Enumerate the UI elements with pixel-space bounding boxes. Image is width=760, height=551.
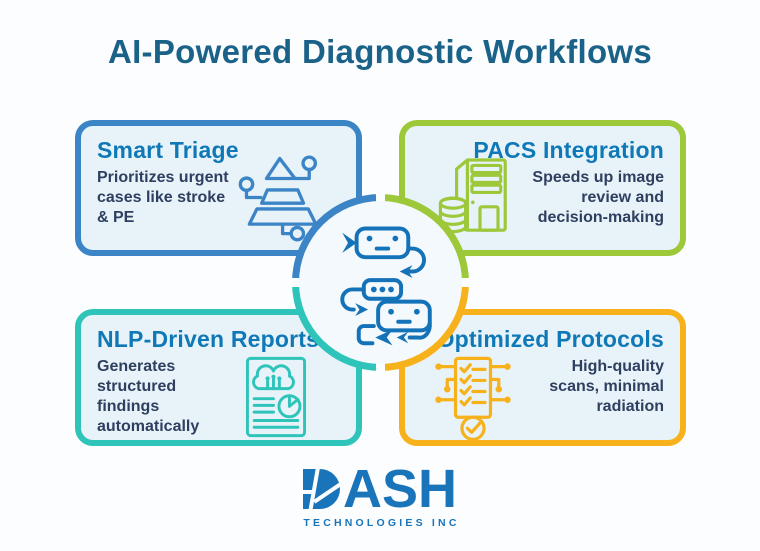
dash-logo: ASH TECHNOLOGIES INC <box>0 459 760 529</box>
ai-workflow-robots-icon <box>322 217 440 349</box>
page-title: AI-Powered Diagnostic Workflows <box>107 33 653 70</box>
card-title: NLP-Driven Reports <box>97 326 320 352</box>
dash-logo-subtitle: TECHNOLOGIES INC <box>303 517 460 529</box>
card-title: Smart Triage <box>97 137 239 163</box>
card-description: Generates structured findings automatica… <box>97 358 200 436</box>
dash-logo-wordmark: ASH <box>302 459 457 519</box>
nlp-report-icon <box>234 355 318 439</box>
card-smart-triage: Smart Triage Prioritizes urgent cases li… <box>75 120 362 256</box>
card-description: Speeds up image review and decision-maki… <box>532 169 664 227</box>
dash-logo-mark <box>302 469 340 509</box>
card-title: Optimized Protocols <box>436 326 664 352</box>
protocols-checklist-icon <box>427 351 519 443</box>
card-description: Prioritizes urgent cases like stroke & P… <box>97 169 229 227</box>
card-title: PACS Integration <box>473 137 664 163</box>
card-description: High-quality scans, minimal radiation <box>549 358 664 416</box>
card-nlp-driven-reports: NLP-Driven Reports Generates structured … <box>75 309 362 446</box>
dash-logo-name: ASH <box>342 459 457 519</box>
workflow-hub <box>292 194 469 371</box>
card-optimized-protocols: Optimized Protocols High-quality scans, … <box>399 309 686 446</box>
